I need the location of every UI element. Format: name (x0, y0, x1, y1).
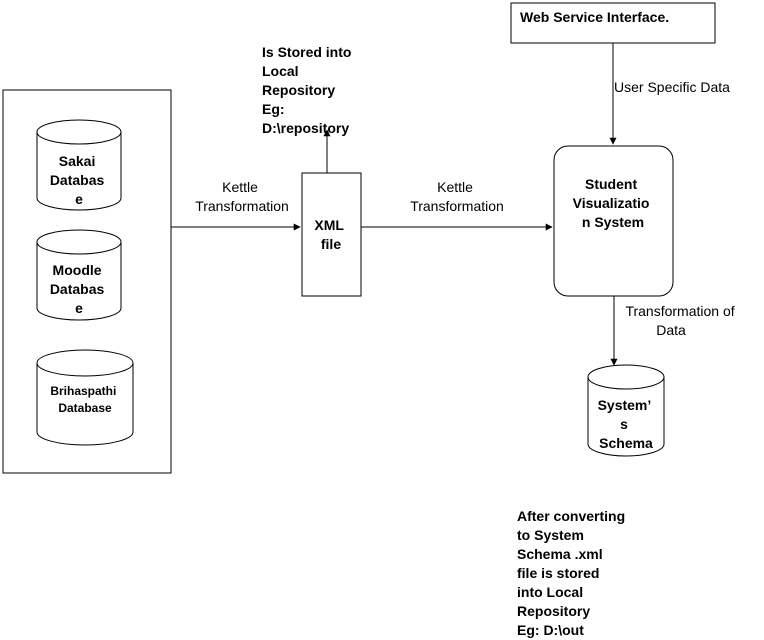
svg-text:System’ s Schema: System’ s Schema (598, 397, 655, 451)
after-note-line-2: to System (517, 527, 584, 543)
student-vis-label-2: Visualizatio (573, 195, 650, 211)
svg-text:Kettle Transformation: Kettle Transformation (410, 179, 504, 214)
sakai-db-label-3: e (75, 191, 83, 207)
xml-file-box (301, 172, 362, 297)
xml-file-label-2: file (321, 236, 341, 252)
kettle-right-label-2: Transformation (410, 198, 504, 214)
after-note-line-1: After converting (517, 508, 625, 524)
after-note-line-3: Schema .xml (517, 546, 603, 562)
brihaspathi-db-label-1: Brihaspathi (50, 384, 116, 398)
svg-text:Is Stored into Local R: Is Stored into Local Repository Eg: D:\r… (262, 44, 355, 136)
xml-file-label-1: XML (314, 217, 344, 233)
kettle-left-label-1: Kettle (222, 179, 258, 195)
stored-note-line-3: Repository (262, 82, 335, 98)
svg-text:Sakai Databas e: Sakai Databas e (50, 153, 108, 207)
brihaspathi-db-label-2: Database (58, 401, 112, 415)
schema-label-3: Schema (599, 435, 653, 451)
system-schema-cylinder: System’ s Schema (587, 364, 665, 457)
schema-label-2: s (620, 416, 628, 432)
kettle-right-label-1: Kettle (437, 179, 473, 195)
brihaspathi-database-cylinder: Brihaspathi Database (36, 349, 134, 446)
student-vis-label-3: n System (582, 214, 644, 230)
svg-text:Student Visualizatio n: Student Visualizatio n System (573, 176, 654, 230)
stored-note-line-2: Local (262, 63, 299, 79)
transform-data-label-2: Data (656, 322, 686, 338)
student-vis-label-1: Student (585, 176, 637, 192)
stored-note-line-4: Eg: (262, 101, 285, 117)
svg-text:Brihaspathi Database: Brihaspathi Database (50, 384, 119, 415)
svg-text:After converting to System: After converting to System Schema .xml f… (517, 508, 629, 638)
moodle-db-label-2: Databas (50, 281, 105, 297)
after-note-line-7: Eg: D:\out (517, 622, 584, 638)
svg-text:Moodle Databas e: Moodle Databas e (50, 262, 108, 316)
kettle-left-label-2: Transformation (195, 198, 289, 214)
user-specific-label: User Specific Data (614, 79, 730, 95)
after-note-line-5: into Local (517, 584, 583, 600)
web-service-label: Web Service Interface. (520, 9, 669, 25)
svg-text:XML file: XML file (314, 217, 347, 252)
svg-text:Kettle Transformation: Kettle Transformation (195, 179, 289, 214)
moodle-db-label-1: Moodle (53, 262, 102, 278)
stored-note-line-5: D:\repository (262, 120, 349, 136)
moodle-database-cylinder: Moodle Databas e (36, 229, 122, 321)
sakai-db-label-1: Sakai (59, 153, 96, 169)
web-service-box (510, 2, 716, 44)
sakai-db-label-2: Databas (50, 172, 105, 188)
after-note-line-6: Repository (517, 603, 590, 619)
sakai-database-cylinder: Sakai Databas e (36, 119, 122, 211)
after-note-line-4: file is stored (517, 565, 599, 581)
schema-label-1: System’ (598, 397, 651, 413)
moodle-db-label-3: e (75, 300, 83, 316)
stored-note-line-1: Is Stored into (262, 44, 351, 60)
svg-text:User Specific Data: User Specific Data (614, 79, 730, 95)
svg-text:Web Service Interface.: Web Service Interface. (520, 9, 669, 25)
svg-text:Transformation of Data: Transformation of Data (625, 303, 738, 338)
transform-data-label-1: Transformation of (625, 303, 734, 319)
